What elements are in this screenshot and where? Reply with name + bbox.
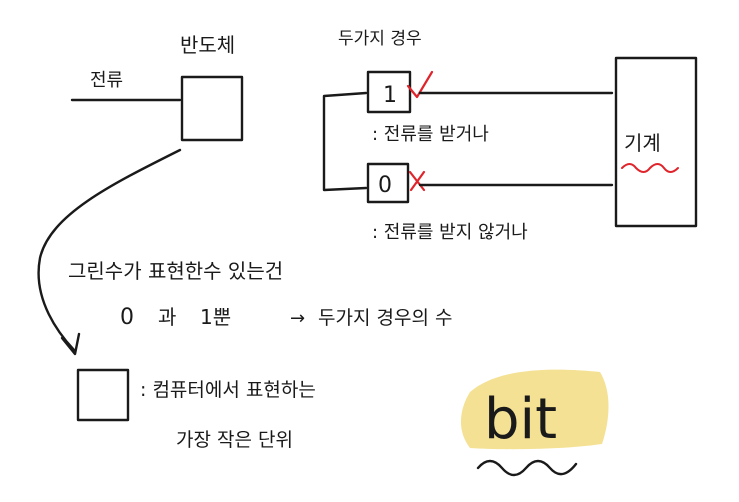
machine-label: 기계 bbox=[624, 131, 661, 155]
box-one-value: 1 bbox=[383, 83, 397, 108]
semiconductor-label: 반도체 bbox=[180, 33, 235, 57]
computer-smallest-line2: 가장 작은 단위 bbox=[176, 429, 293, 451]
bit-highlight bbox=[460, 369, 609, 450]
box-zero bbox=[366, 162, 410, 204]
bit-box bbox=[76, 368, 130, 422]
two-cases-label: 두가지 경우 bbox=[338, 29, 422, 49]
zero-value: 0 bbox=[120, 305, 134, 330]
bit-label: bit bbox=[484, 387, 557, 452]
arrow-right-icon: → bbox=[290, 308, 305, 329]
semiconductor-box bbox=[180, 75, 244, 142]
two-cases-count: 두가지 경우의 수 bbox=[318, 307, 452, 329]
expressible-line: 그린수가 표현한수 있는건 bbox=[68, 259, 283, 283]
curved-arrow-head-icon bbox=[60, 332, 81, 356]
one-only-label: 1뿐 bbox=[200, 305, 231, 329]
check-icon bbox=[406, 70, 434, 99]
current-label-left: 전류 bbox=[90, 70, 123, 91]
box-one bbox=[366, 70, 412, 114]
current-flows-label: : 전류를 받거나 bbox=[372, 124, 489, 145]
machine-box bbox=[614, 56, 698, 228]
and-label: 과 bbox=[158, 305, 176, 329]
left-bracket bbox=[322, 91, 368, 192]
computer-smallest-line1: : 컴퓨터에서 표현하는 bbox=[140, 379, 316, 401]
bit-underline-squiggle bbox=[476, 459, 578, 477]
box-zero-value: 0 bbox=[378, 173, 392, 198]
x-mark-icon bbox=[408, 170, 426, 192]
machine-underline-squiggle bbox=[621, 163, 679, 173]
current-not-flows-label: : 전류를 받지 않거나 bbox=[372, 222, 528, 243]
curved-arrow bbox=[37, 148, 182, 352]
